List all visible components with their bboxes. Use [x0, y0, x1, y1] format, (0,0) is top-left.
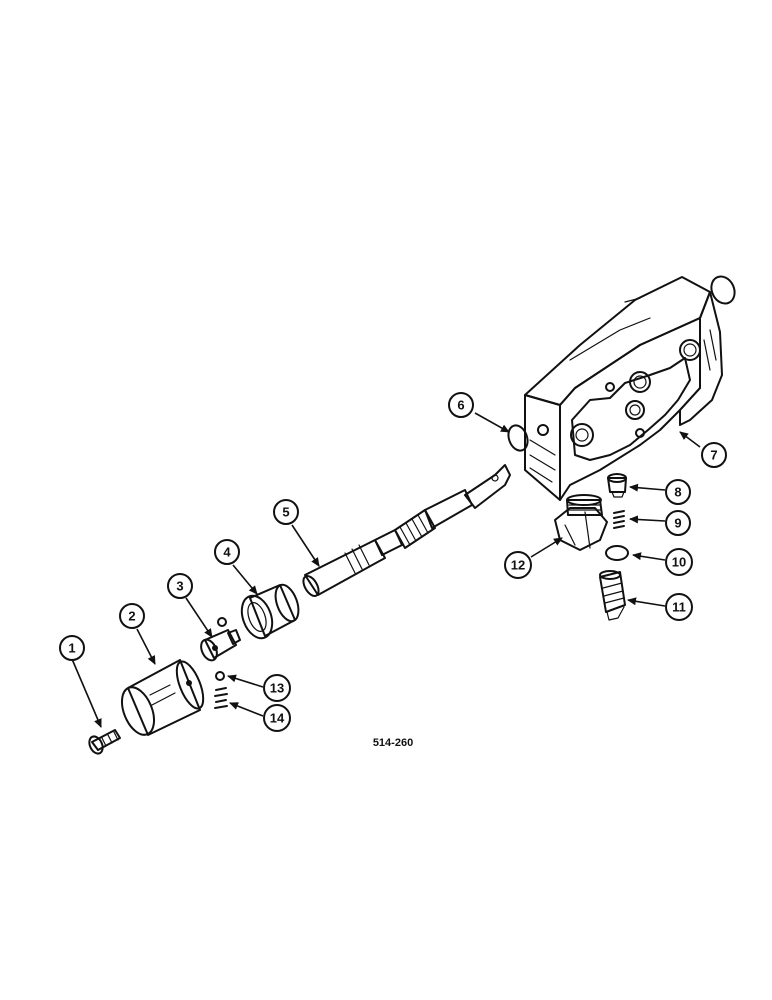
small-o-ring-part [605, 545, 629, 561]
callout-7: 7 [701, 442, 727, 468]
callout-label: 8 [674, 485, 681, 500]
callout-6: 6 [448, 392, 474, 418]
callout-12: 12 [504, 551, 532, 579]
callout-label: 3 [176, 579, 183, 594]
leader-lines [71, 412, 701, 728]
screw-part [88, 729, 121, 755]
figure-code: 514-260 [373, 737, 413, 749]
callout-13: 13 [263, 674, 291, 702]
callout-label: 4 [223, 545, 231, 560]
spring-part [214, 687, 228, 709]
callout-label: 10 [672, 555, 686, 570]
callout-1: 1 [59, 635, 85, 661]
detent-head-part [200, 617, 241, 662]
callout-14: 14 [263, 704, 291, 732]
callout-label: 14 [270, 711, 285, 726]
callout-2: 2 [119, 603, 145, 629]
callout-label: 12 [511, 558, 525, 573]
callout-3: 3 [167, 573, 193, 599]
callout-label: 7 [710, 448, 717, 463]
callout-8: 8 [665, 479, 691, 505]
callout-label: 5 [282, 505, 289, 520]
callout-9: 9 [665, 510, 691, 536]
callout-label: 9 [674, 516, 681, 531]
callout-11: 11 [665, 593, 693, 621]
plug-part [607, 473, 627, 498]
callout-10: 10 [665, 548, 693, 576]
sleeve-part [240, 583, 300, 640]
callout-label: 6 [457, 398, 464, 413]
valve-body-part [524, 276, 723, 501]
cap-part [120, 659, 205, 736]
callout-4: 4 [214, 539, 240, 565]
callout-label: 2 [128, 609, 135, 624]
callout-label: 13 [270, 681, 284, 696]
callout-5: 5 [273, 499, 299, 525]
plug-nut-part [554, 494, 608, 551]
spool-part [302, 464, 511, 597]
check-valve-part [599, 570, 626, 621]
callout-label: 1 [68, 641, 75, 656]
small-spring-part [613, 510, 625, 529]
callout-label: 11 [672, 600, 686, 615]
o-ring-top-right [710, 275, 736, 305]
ball-part [215, 671, 225, 681]
o-ring-part [507, 424, 529, 452]
